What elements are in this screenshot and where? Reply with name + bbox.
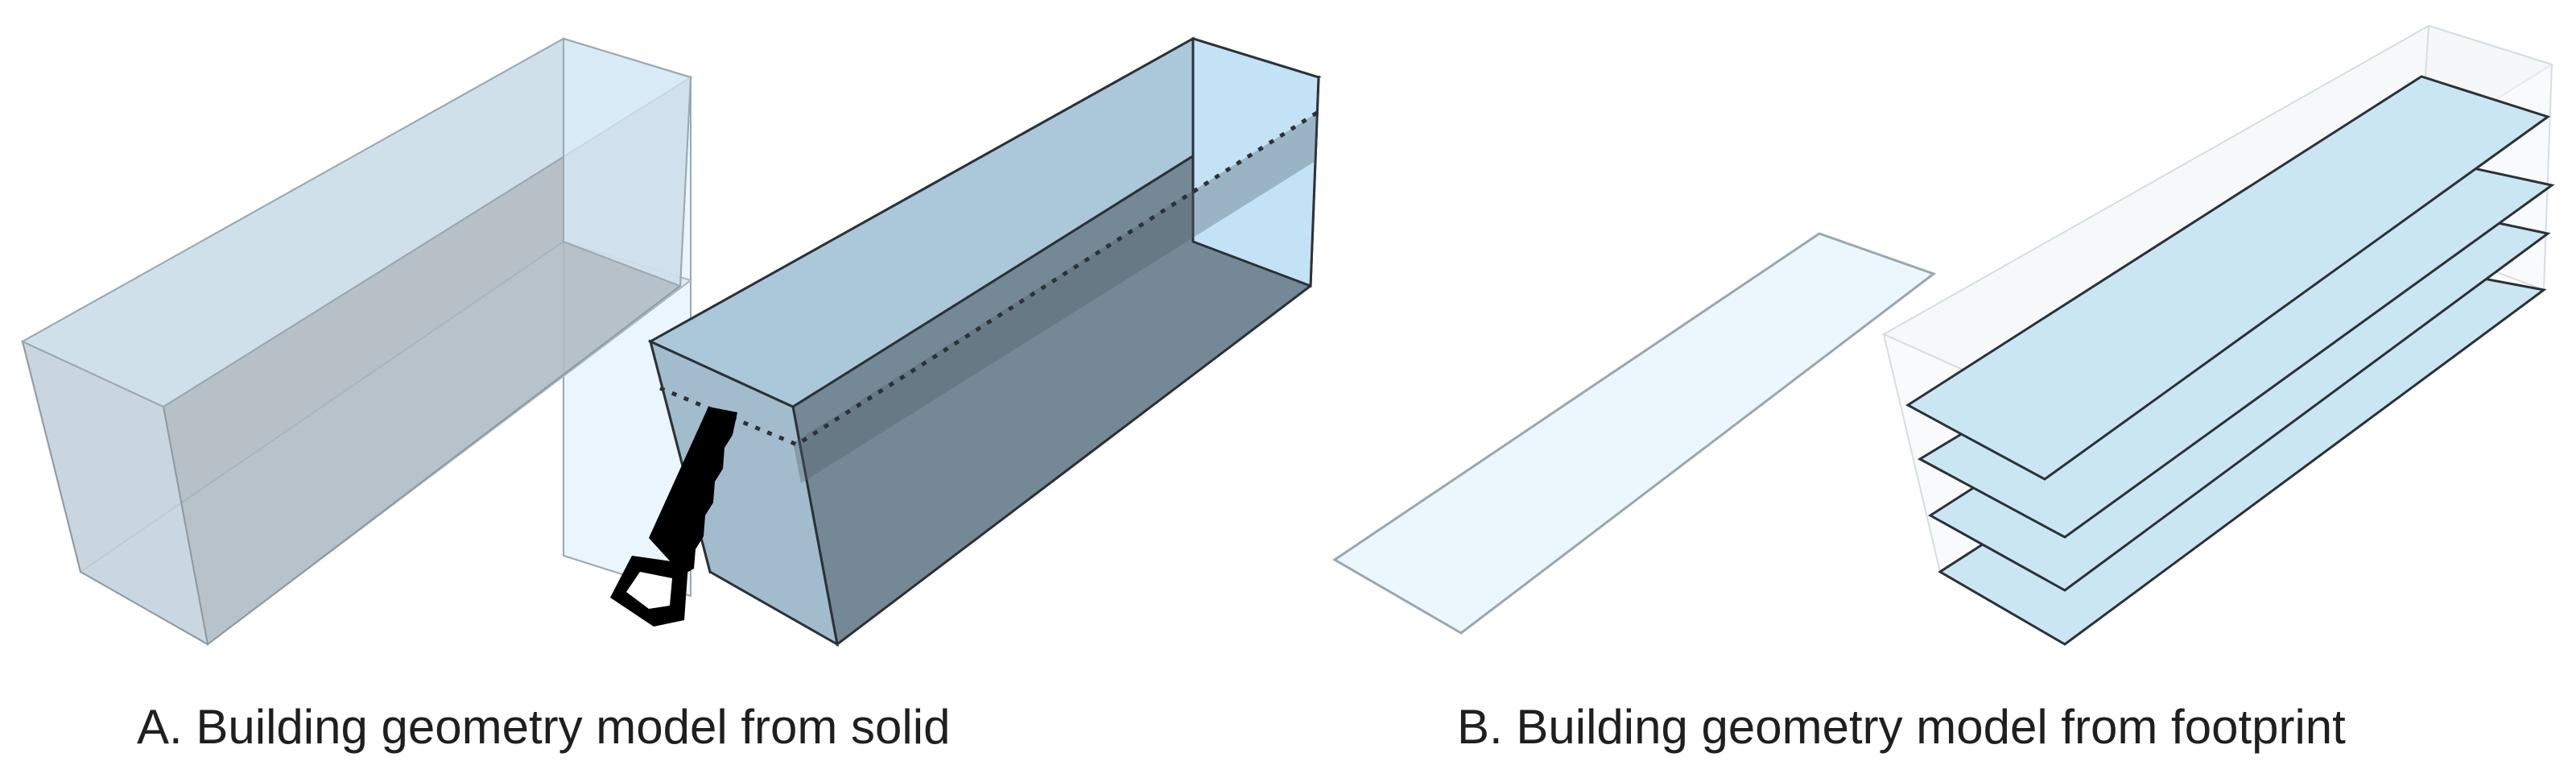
footprint-shape xyxy=(1332,232,1937,635)
floor-slab-4 xyxy=(1905,75,2551,481)
translucent-solid-box xyxy=(20,37,693,646)
solid-box-end-face xyxy=(1191,36,1320,288)
saw-blade xyxy=(649,407,737,575)
solid-box-darker-band xyxy=(793,113,1317,483)
building-footprint xyxy=(1332,232,1937,635)
solid-box-being-cut xyxy=(647,36,1322,647)
floor-stack-model xyxy=(1881,24,2555,646)
saw-handle-hole xyxy=(626,572,672,609)
box-end-face xyxy=(563,37,692,288)
saw-icon xyxy=(610,407,737,627)
caption-solid-model: A. Building geometry model from solid xyxy=(137,700,951,754)
caption-footprint-model: B. Building geometry model from footprin… xyxy=(1457,700,2346,754)
